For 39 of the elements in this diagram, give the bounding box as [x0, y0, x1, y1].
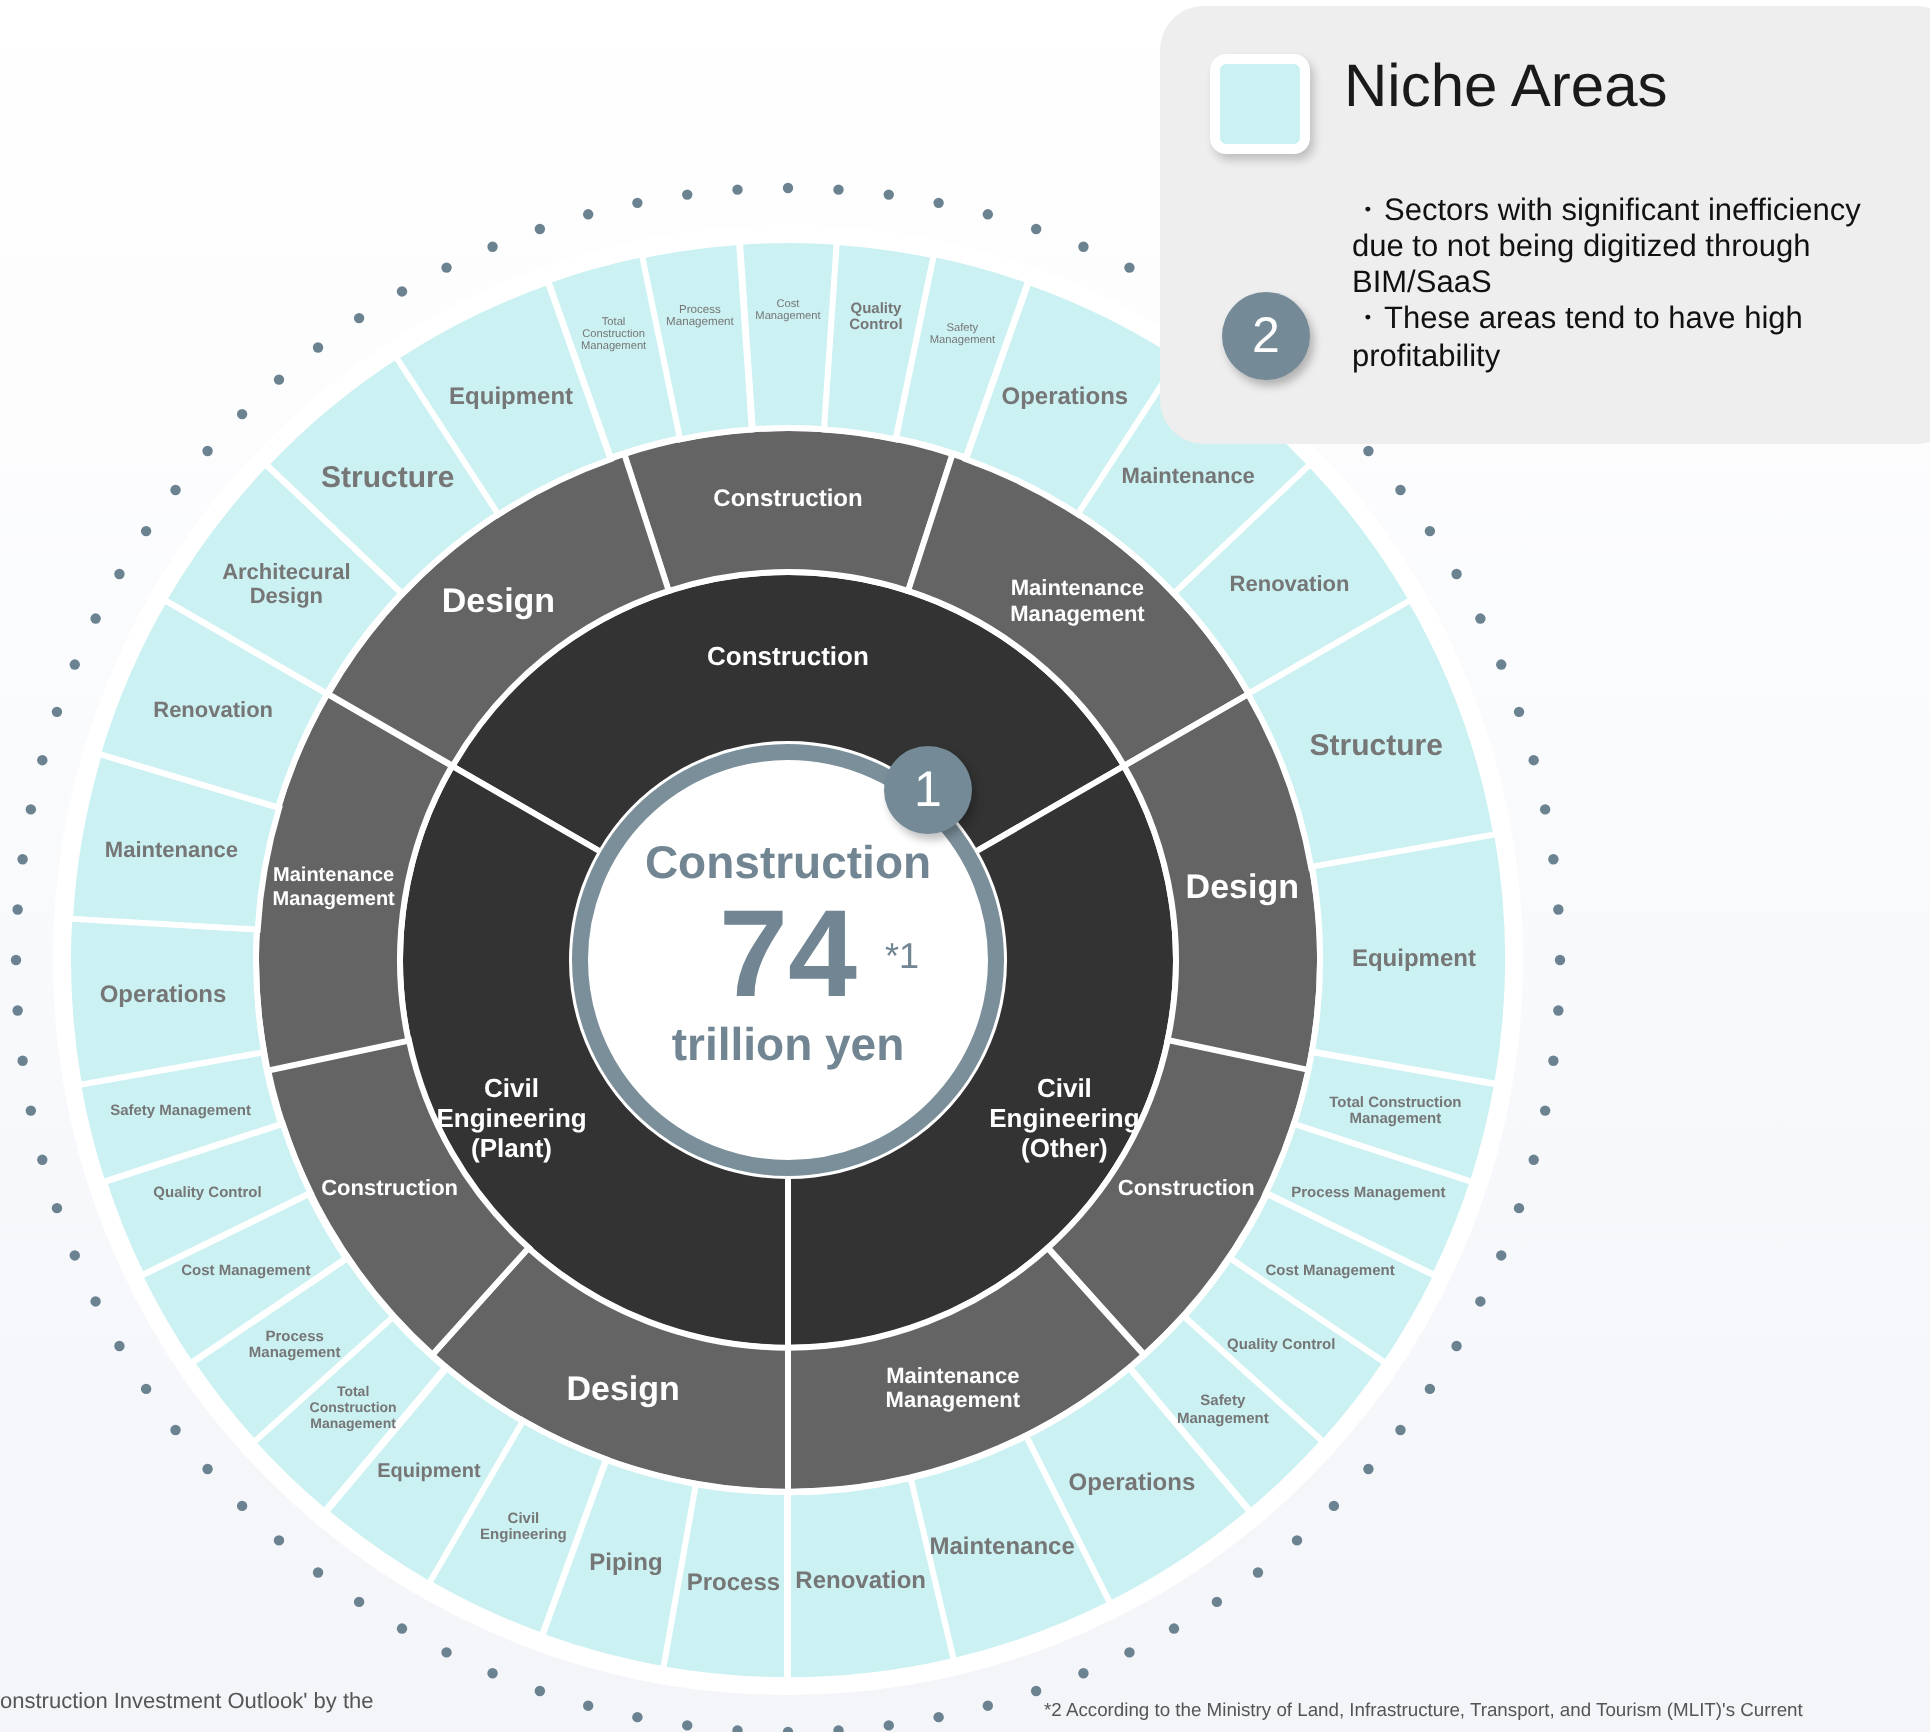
- segment-label: Maintenance Management: [1008, 577, 1147, 628]
- segment-label: Equipment: [1349, 946, 1478, 974]
- segment-label: Construction: [711, 486, 865, 514]
- segment-label: Piping: [587, 1550, 665, 1579]
- segment-label: Structure: [1307, 728, 1445, 764]
- segment-label: Construction: [1115, 1177, 1257, 1203]
- segment-label: Process: [684, 1569, 783, 1598]
- center-heading: Construction: [644, 840, 932, 886]
- segment-label: Structure: [319, 461, 457, 496]
- segment-label: Maintenance Management: [270, 865, 397, 912]
- segment-label: Equipment: [447, 384, 576, 413]
- footnote-text: onstruction Investment Outlook' by the: [0, 1690, 374, 1714]
- segment-label: Maintenance Management: [883, 1364, 1023, 1415]
- segment-label: Operations: [999, 384, 1131, 413]
- footnote-text: *2 According to the Ministry of Land, Infrastructure, Transport, and Tourism (MLIT)'s Current: [1044, 1698, 1803, 1720]
- segment-label: Design: [1183, 868, 1301, 908]
- total-value: 74: [719, 886, 857, 1024]
- segment-label: Civil Engineering (Other): [987, 1074, 1142, 1165]
- segment-label: Operations: [97, 982, 229, 1011]
- note-text: ・These areas tend to have high profitability: [1352, 302, 1805, 376]
- segment-label: Renovation: [1227, 572, 1352, 599]
- segment-label: Renovation: [793, 1567, 928, 1596]
- segment-label: Civil Engineering (Plant): [434, 1074, 589, 1165]
- segment-label: Renovation: [151, 699, 276, 725]
- segment-label: Maintenance: [102, 838, 241, 864]
- segment-label: Maintenance: [927, 1534, 1077, 1562]
- segment-label: Operations: [1066, 1469, 1198, 1497]
- segment-label: Construction: [319, 1177, 461, 1203]
- unit-label: trillion yen: [671, 1022, 905, 1068]
- segment-label: Maintenance: [1119, 466, 1257, 492]
- segment-label: Construction: [705, 643, 871, 673]
- callout-number: 2: [1222, 292, 1310, 380]
- legend-label: Niche Areas: [1344, 54, 1668, 122]
- footnote-mark: *1: [884, 938, 919, 974]
- segment-label: Architecural Design: [220, 560, 353, 611]
- segment-label: Equipment: [375, 1461, 483, 1485]
- segment-label: Design: [439, 582, 558, 623]
- segment-label: Design: [564, 1369, 682, 1409]
- note-text: ・Sectors with significant inefficiency due to not being digitized through BIM/SaaS: [1352, 194, 1863, 303]
